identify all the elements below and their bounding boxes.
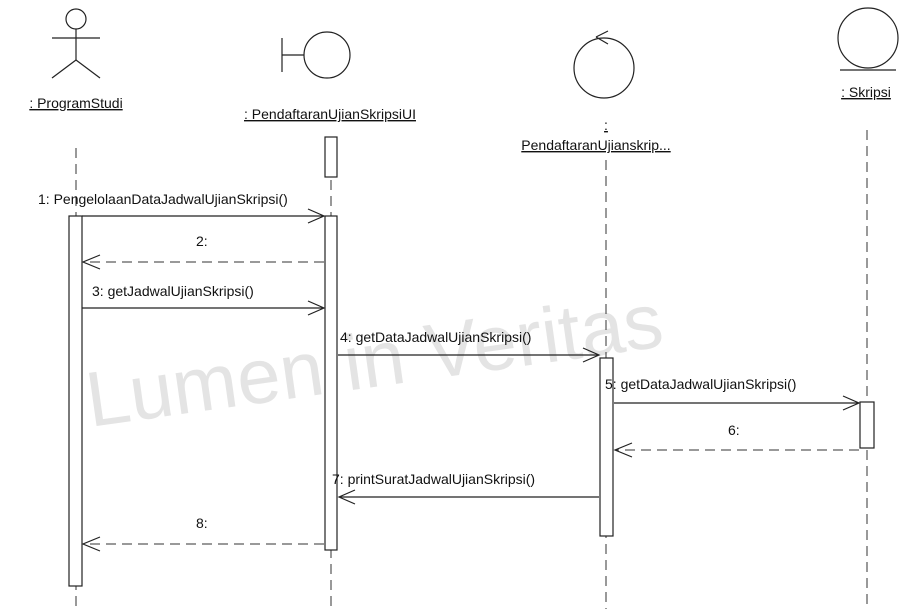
message-1 xyxy=(82,208,326,224)
message-7 xyxy=(337,489,599,505)
message-3 xyxy=(82,300,326,316)
actor-head-icon xyxy=(65,8,87,30)
message-5 xyxy=(614,395,861,411)
activation-ui-top xyxy=(324,136,338,178)
control-icon xyxy=(573,30,635,99)
watermark-text: Lumen in Veritas xyxy=(80,276,668,444)
activation-skripsi xyxy=(859,401,875,449)
lifeline-label-programstudi: : ProgramStudi xyxy=(29,95,122,111)
activation-ctrl xyxy=(599,357,614,537)
entity-icon xyxy=(837,7,899,71)
lifeline-label-ui: : PendaftaranUjianSkripsiUI xyxy=(244,106,416,122)
message-2 xyxy=(81,254,324,270)
message-8 xyxy=(81,536,324,552)
actor-programstudi xyxy=(51,8,101,79)
message-6 xyxy=(613,442,859,458)
activation-programstudi xyxy=(68,215,83,587)
message-label-5: 5: getDataJadwalUjianSkripsi() xyxy=(605,376,796,392)
message-label-2: 2: xyxy=(196,233,208,249)
lifeline-label-skripsi: : Skripsi xyxy=(841,84,891,100)
message-4 xyxy=(338,347,601,363)
message-label-3: 3: getJadwalUjianSkripsi() xyxy=(92,283,254,299)
activation-ui xyxy=(324,215,338,551)
message-label-8: 8: xyxy=(196,515,208,531)
message-label-4: 4: getDataJadwalUjianSkripsi() xyxy=(340,329,531,345)
message-label-6: 6: xyxy=(728,422,740,438)
message-label-1: 1: PengelolaanDataJadwalUjianSkripsi() xyxy=(38,191,288,207)
lifeline-label-ctrl-prefix: : xyxy=(604,117,608,133)
boundary-icon xyxy=(281,31,351,79)
message-label-7: 7: printSuratJadwalUjianSkripsi() xyxy=(332,471,535,487)
lifeline-label-ctrl: PendaftaranUjianskrip... xyxy=(521,137,670,153)
